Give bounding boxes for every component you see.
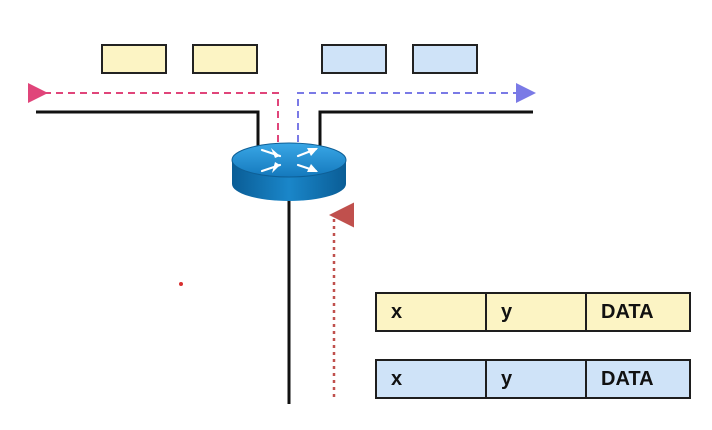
packet-field-x: x: [377, 361, 487, 397]
frame-box-yellow-1: [101, 44, 167, 74]
arrow-left-dashed: [27, 83, 279, 142]
arrow-right-dashed: [297, 83, 536, 142]
packet-row-yellow: x y DATA: [375, 292, 691, 332]
frame-box-blue-2: [412, 44, 478, 74]
red-dot: [179, 282, 183, 286]
packet-field-y: y: [487, 294, 587, 330]
packet-field-x: x: [377, 294, 487, 330]
frame-box-yellow-2: [192, 44, 258, 74]
packet-field-data: DATA: [601, 367, 654, 390]
router-icon: [231, 142, 347, 201]
packet-field-data: DATA: [601, 300, 654, 323]
frame-box-blue-1: [321, 44, 387, 74]
network-line-right: [318, 110, 533, 150]
packet-row-blue: x y DATA: [375, 359, 691, 399]
network-line-left: [36, 110, 260, 150]
packet-field-y: y: [487, 361, 587, 397]
